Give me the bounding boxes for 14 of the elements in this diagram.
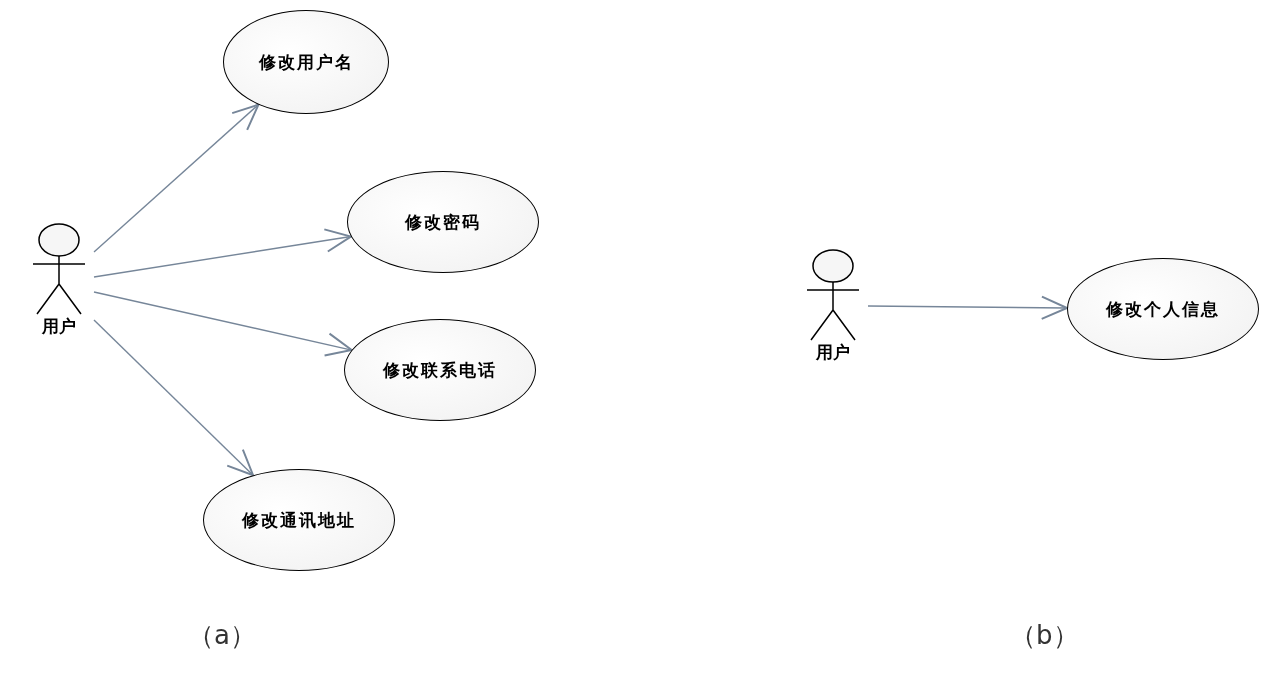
subfigure-caption: （a） bbox=[188, 619, 256, 652]
arrow bbox=[867, 295, 1068, 320]
actor-label: 用户 bbox=[815, 341, 851, 364]
use-case-label: 修改个人信息 bbox=[1106, 297, 1220, 321]
arrow bbox=[93, 228, 352, 278]
arrow bbox=[93, 291, 353, 357]
use-case-label: 修改通讯地址 bbox=[242, 508, 356, 532]
use-case-label: 修改联系电话 bbox=[383, 358, 497, 382]
actor-label: 用户 bbox=[41, 315, 77, 338]
subfigure-caption: （b） bbox=[1010, 619, 1079, 652]
arrow bbox=[93, 319, 255, 477]
arrow bbox=[93, 103, 260, 253]
use-case-label: 修改用户名 bbox=[258, 50, 354, 74]
use-case-label: 修改密码 bbox=[405, 210, 481, 234]
